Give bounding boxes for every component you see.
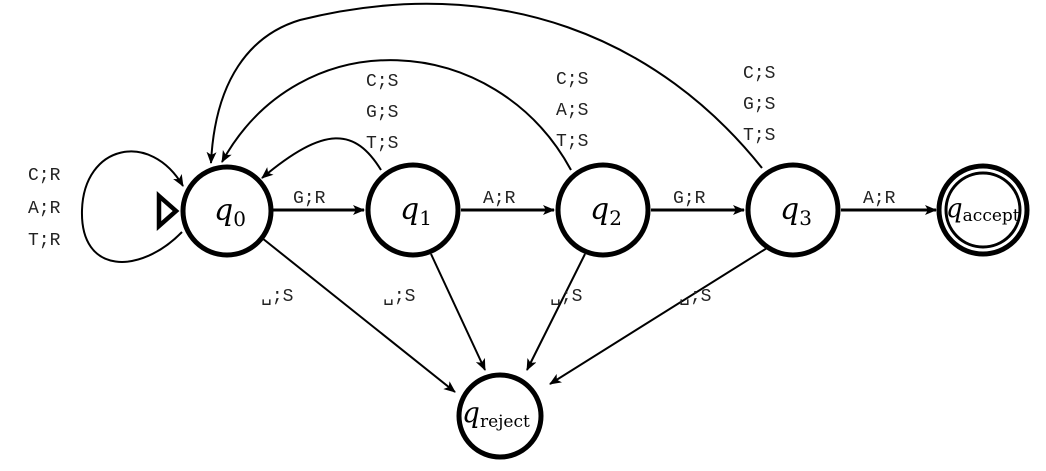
label-q0-q0-2: A;R <box>28 199 61 219</box>
state-q1-label: q1 <box>400 192 432 230</box>
label-q2-q0-2: A;S <box>556 101 588 121</box>
edge-q3-q0 <box>206 2 763 169</box>
state-q3-label: q3 <box>780 192 812 230</box>
label-q3-qreject: ␣;S <box>679 287 711 307</box>
label-q1-q0-2: G;S <box>366 103 398 123</box>
label-q3-qaccept: A;R <box>863 189 896 209</box>
label-q0-qreject: ␣;S <box>261 287 293 307</box>
state-q0-label: q0 <box>214 193 246 231</box>
state-q0[interactable]: q0 <box>180 164 274 258</box>
edge-q2-q0 <box>221 59 572 171</box>
label-q2-q3: G;R <box>673 189 706 209</box>
edges <box>80 2 937 393</box>
label-q1-q2: A;R <box>483 189 516 209</box>
edge-q1-qreject <box>430 253 486 371</box>
state-q-accept[interactable]: qaccept <box>936 163 1030 257</box>
start-state-marker-icon <box>156 191 180 231</box>
edge-q3-qreject <box>549 247 768 385</box>
state-q-reject-label: qreject <box>462 396 530 432</box>
label-q3-q0-1: C;S <box>743 64 775 84</box>
label-q3-q0-2: G;S <box>743 95 775 115</box>
label-q2-qreject: ␣;S <box>550 287 582 307</box>
transition-labels: C;R A;R T;R G;R A;R G;R A;R C;S G;S T;S … <box>28 64 896 307</box>
label-q0-q0-1: C;R <box>28 166 61 186</box>
edge-q1-q0 <box>261 137 382 179</box>
state-q2-label: q2 <box>590 192 622 230</box>
label-q0-q0-3: T;R <box>28 231 61 251</box>
edge-q2-qreject <box>526 253 586 371</box>
edge-q0-q0 <box>80 150 184 263</box>
label-q3-q0-3: T;S <box>743 126 775 146</box>
state-q2[interactable]: q2 <box>555 162 651 258</box>
label-q1-qreject: ␣;S <box>383 287 415 307</box>
label-q1-q0-1: C;S <box>366 72 398 92</box>
state-q1[interactable]: q1 <box>365 162 461 258</box>
label-q0-q1: G;R <box>293 189 326 209</box>
state-q-reject[interactable]: qreject <box>456 372 544 460</box>
label-q1-q0-3: T;S <box>366 134 398 154</box>
label-q2-q0-3: T;S <box>556 132 588 152</box>
label-q2-q0-1: C;S <box>556 70 588 90</box>
state-q-accept-label: qaccept <box>946 194 1020 226</box>
edge-q0-qreject <box>261 237 456 393</box>
state-q3[interactable]: q3 <box>745 162 841 258</box>
